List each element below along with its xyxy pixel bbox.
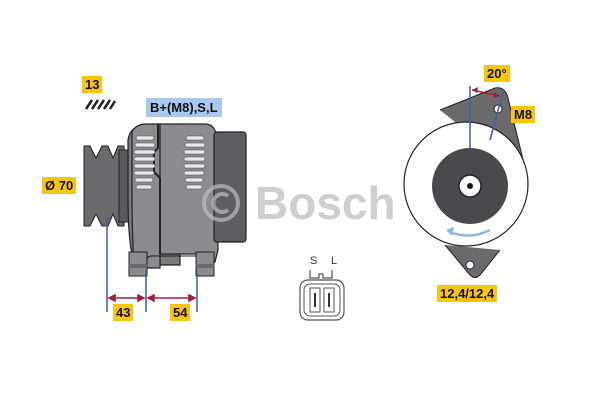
cooling-fins-rear <box>183 135 206 190</box>
pulley-grooves-label: 13 <box>82 76 103 93</box>
connector-pin-l: L <box>331 255 338 267</box>
mount-bolt-label: M8 <box>511 106 536 123</box>
dimension-a-label: 43 <box>113 304 134 321</box>
dimension-lines <box>106 218 198 312</box>
dimension-b-label: 54 <box>170 304 191 321</box>
alternator-rear-view <box>403 86 529 278</box>
cooling-fins-front <box>133 135 156 190</box>
mount-angle-label: 20° <box>484 65 510 82</box>
bosch-watermark: Bosch <box>255 177 396 229</box>
pulley-diameter-label: Ø 70 <box>42 177 77 194</box>
counterclockwise-arrow-icon <box>449 228 491 237</box>
dimension-arrows <box>107 293 197 303</box>
copyright-watermark-icon <box>202 184 240 222</box>
hatch-pattern-icon <box>84 99 117 110</box>
pulley <box>83 145 130 227</box>
terminal-spec-label: B+(M8),S,L <box>146 98 222 117</box>
mount-holes-label: 12,4/12,4 <box>437 285 498 302</box>
connector-plug <box>299 270 345 321</box>
connector-pin-s: S <box>310 255 318 267</box>
